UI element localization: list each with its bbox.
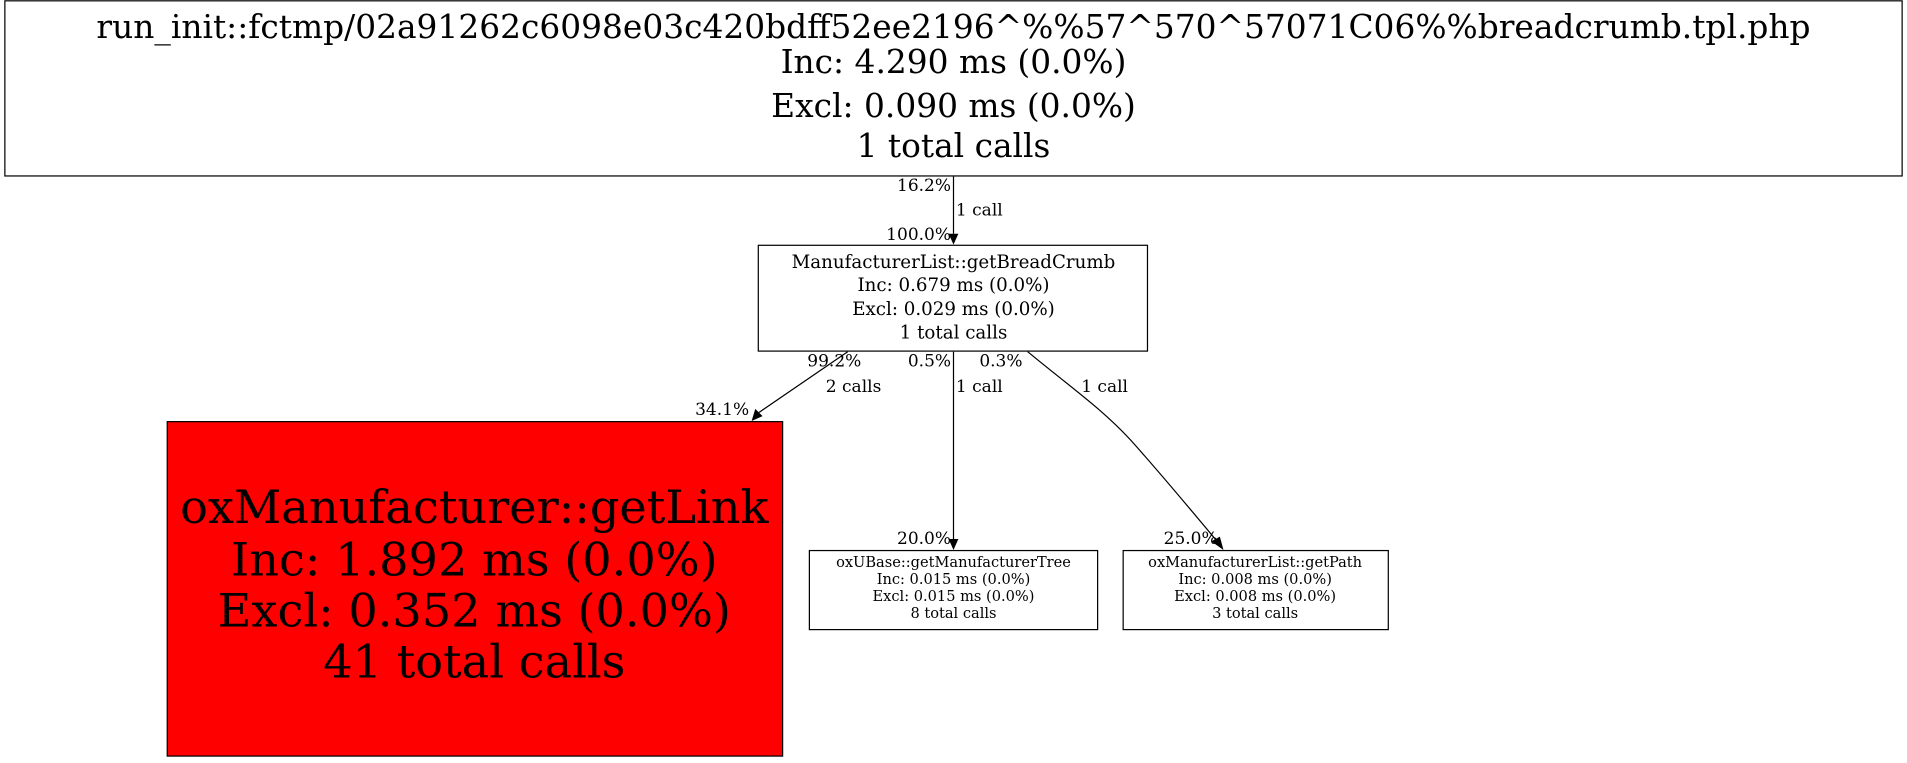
node-excl: Excl: 0.015 ms (0.0%) [873,588,1035,605]
edge-head-pct: 25.0% [1164,529,1218,549]
node-excl: Excl: 0.029 ms (0.0%) [852,299,1055,320]
edge-tail-pct: 16.2% [897,176,951,196]
node-breadcrumb[interactable]: ManufacturerList::getBreadCrumb Inc: 0.6… [757,244,1149,352]
node-calls: 3 total calls [1212,605,1298,622]
node-inc: Inc: 0.015 ms (0.0%) [877,571,1031,588]
edge-breadcrumb-path: 0.3% 1 call 25.0% [979,351,1224,550]
edge-label: 1 call [1081,377,1128,397]
node-name: oxUBase::getManufacturerTree [836,554,1071,571]
node-getlink[interactable]: oxManufacturer::getLink Inc: 1.892 ms (0… [166,421,784,757]
node-inc: Inc: 0.679 ms (0.0%) [857,275,1049,296]
edge-breadcrumb-tree: 0.5% 1 call 20.0% [897,351,1003,550]
node-calls: 41 total calls [323,635,625,689]
edge-breadcrumb-getlink: 99.2% 2 calls 34.1% [695,351,882,422]
edge-root-breadcrumb: 16.2% 1 call 100.0% [886,176,1003,245]
node-calls: 1 total calls [900,322,1008,343]
node-name: oxManufacturerList::getPath [1148,554,1362,571]
node-name: oxManufacturer::getLink [180,480,769,534]
edge-head-pct: 20.0% [897,529,951,549]
node-manufacturer-tree[interactable]: oxUBase::getManufacturerTree Inc: 0.015 … [808,549,1099,631]
arrowhead-icon [1211,536,1224,550]
edge-head-pct: 100.0% [886,225,951,245]
node-name: ManufacturerList::getBreadCrumb [792,252,1116,273]
edge-head-pct: 34.1% [695,400,749,420]
edge-tail-pct: 99.2% [807,351,861,371]
node-inc: Inc: 4.290 ms (0.0%) [781,43,1127,81]
node-calls: 1 total calls [857,127,1051,165]
edge-label: 1 call [956,200,1003,220]
edge-label: 1 call [956,377,1003,397]
node-excl: Excl: 0.008 ms (0.0%) [1174,588,1336,605]
node-excl: Excl: 0.352 ms (0.0%) [218,584,731,638]
node-name: run_init::fctmp/02a91262c6098e03c420bdff… [96,8,1810,47]
edge-tail-pct: 0.3% [979,351,1022,371]
node-inc: Inc: 0.008 ms (0.0%) [1178,571,1332,588]
edge-tail-pct: 0.5% [908,351,951,371]
arrowhead-icon [948,233,959,245]
arrowhead-icon [751,408,763,422]
node-excl: Excl: 0.090 ms (0.0%) [771,87,1136,125]
node-calls: 8 total calls [910,605,996,622]
node-inc: Inc: 1.892 ms (0.0%) [231,532,718,586]
arrowhead-icon [948,538,959,550]
node-root[interactable]: run_init::fctmp/02a91262c6098e03c420bdff… [4,0,1903,177]
node-get-path[interactable]: oxManufacturerList::getPath Inc: 0.008 m… [1122,549,1389,631]
edge-label: 2 calls [826,377,882,397]
